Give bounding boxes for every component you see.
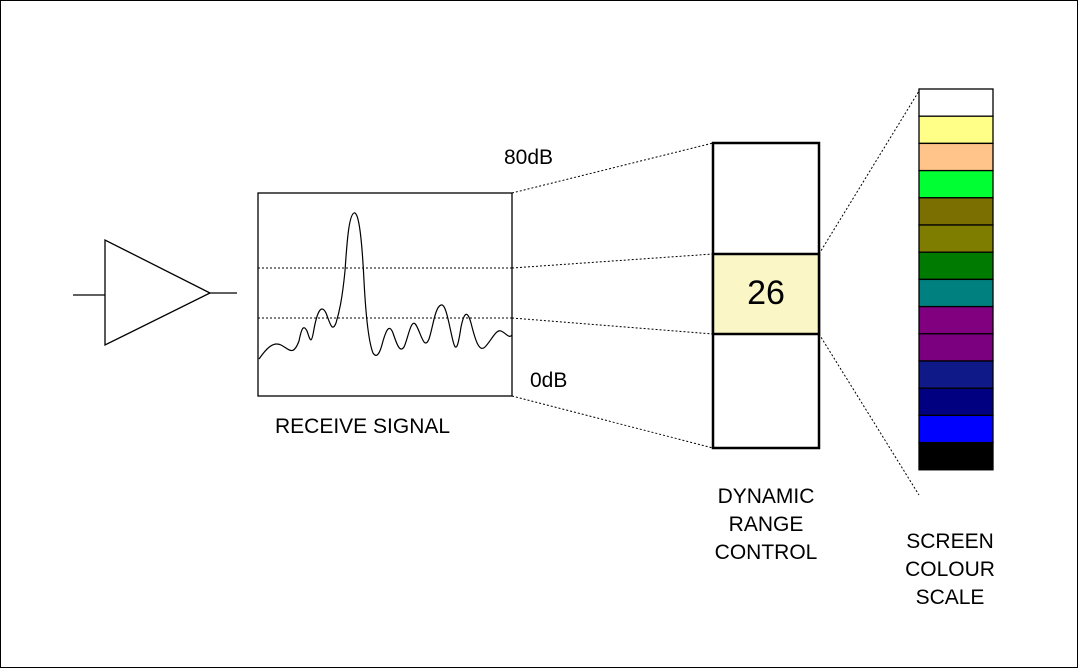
dynamic-range-label-line-2: RANGE xyxy=(728,513,804,536)
scale-projection-lines xyxy=(818,90,920,496)
colour-scale-label-line-3: SCALE xyxy=(915,586,985,609)
colour-swatch-6 xyxy=(918,224,994,253)
bottom-db-label: 0dB xyxy=(530,369,568,392)
dynamic-range-window xyxy=(711,252,821,336)
colour-swatch-1 xyxy=(918,88,994,117)
colour-swatch-3 xyxy=(918,142,994,172)
colour-swatch-9 xyxy=(918,305,994,335)
screen-colour-scale xyxy=(918,88,994,471)
top-db-label: 80dB xyxy=(504,146,554,169)
colour-scale-label-line-2: COLOUR xyxy=(905,558,995,581)
dynamic-range-value: 26 xyxy=(747,274,785,312)
colour-swatch-12 xyxy=(918,387,994,417)
dynamic-range-control-label: DYNAMIC RANGE CONTROL xyxy=(689,483,843,567)
screen-colour-scale-label: SCREEN COLOUR SCALE xyxy=(887,528,1013,612)
colour-swatch-4 xyxy=(918,169,994,199)
colour-swatch-7 xyxy=(918,251,994,281)
colour-swatch-11 xyxy=(918,360,994,389)
colour-swatch-14 xyxy=(918,441,994,471)
receive-signal-box xyxy=(257,192,513,397)
colour-swatch-8 xyxy=(918,278,994,308)
colour-swatch-10 xyxy=(918,333,994,362)
colour-swatch-13 xyxy=(918,414,994,444)
range-projection-lines xyxy=(511,142,714,449)
dynamic-range-label-line-1: DYNAMIC xyxy=(717,485,815,508)
colour-scale-label-line-1: SCREEN xyxy=(906,530,994,553)
receive-signal-label: RECEIVE SIGNAL xyxy=(275,415,451,438)
colour-swatch-2 xyxy=(918,115,994,145)
receive-signal-waveform xyxy=(258,212,513,360)
amplifier-triangle-icon xyxy=(73,238,237,347)
colour-swatch-5 xyxy=(918,197,994,226)
dynamic-range-label-line-3: CONTROL xyxy=(714,541,818,564)
